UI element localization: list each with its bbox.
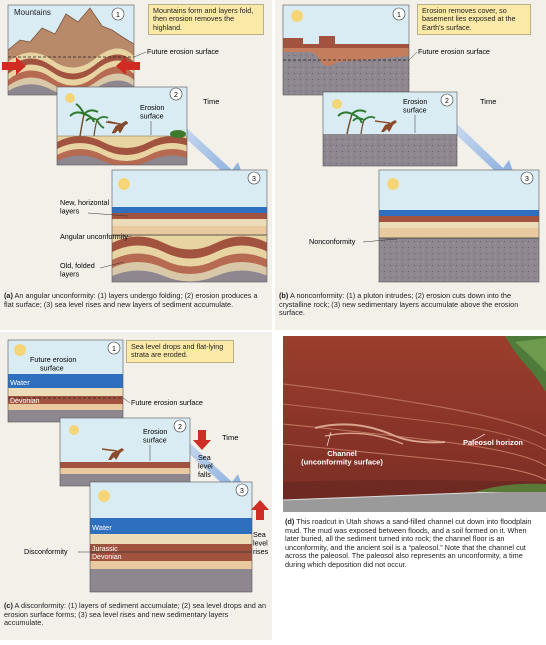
step-number: 2 bbox=[445, 98, 449, 105]
step-number: 1 bbox=[112, 346, 116, 353]
caption-letter: (a) bbox=[4, 291, 13, 300]
step-number: 2 bbox=[178, 424, 182, 431]
caption-letter: (d) bbox=[285, 517, 295, 526]
devonian-label: Devonian bbox=[92, 554, 122, 561]
jurassic-label: Jurassic bbox=[92, 546, 118, 553]
sea-level-rises-arrow bbox=[251, 500, 269, 520]
step2-sea-level-drop bbox=[60, 418, 190, 486]
step-number: 1 bbox=[397, 12, 401, 19]
future-erosion-label: Future erosion surface bbox=[131, 398, 203, 407]
water-label: Water bbox=[10, 378, 30, 387]
nonconformity-label: Nonconformity bbox=[309, 237, 356, 246]
caption-a: (a) An angular unconformity: (1) layers … bbox=[4, 291, 268, 309]
step-number: 1 bbox=[116, 12, 120, 19]
step-number: 3 bbox=[252, 176, 256, 183]
water-label: Water bbox=[92, 523, 112, 532]
caption-letter: (c) bbox=[4, 601, 13, 610]
caption-d: (d) This roadcut in Utah shows a sand-fi… bbox=[285, 517, 541, 570]
panel-angular-unconformity: Mountains 1 Future erosion surface bbox=[0, 0, 272, 330]
roadcut-photo: Channel(unconformity surface) Paleosol h… bbox=[283, 336, 546, 512]
caption-text: A nonconformity: (1) a pluton intrudes; … bbox=[279, 291, 519, 318]
caption-text: An angular unconformity: (1) layers unde… bbox=[4, 291, 258, 309]
step-number: 2 bbox=[174, 92, 178, 99]
caption-letter: (b) bbox=[279, 291, 289, 300]
angular-unconformity-diagram: Mountains 1 Future erosion surface bbox=[2, 4, 268, 283]
compression-arrow-left bbox=[2, 57, 26, 75]
callout-note: Mountains form and layers fold, then ero… bbox=[148, 4, 264, 36]
step-number: 3 bbox=[240, 488, 244, 495]
time-label: Time bbox=[480, 97, 496, 106]
panel-roadcut-photo: Channel(unconformity surface) Paleosol h… bbox=[275, 332, 546, 640]
step3-new-layers bbox=[112, 170, 267, 282]
step1-exposed-basement bbox=[283, 5, 409, 95]
disconformity-label: Disconformity bbox=[24, 547, 68, 556]
compression-arrow-right bbox=[116, 57, 140, 75]
caption-text: This roadcut in Utah shows a sand-filled… bbox=[285, 517, 532, 569]
callout-note: Sea level drops and flat-lying strata ar… bbox=[126, 340, 234, 363]
future-erosion-label: Future erosion surface bbox=[147, 47, 219, 56]
caption-b: (b) A nonconformity: (1) a pluton intrud… bbox=[279, 291, 541, 318]
caption-c: (c) A disconformity: (1) layers of sedim… bbox=[4, 601, 268, 628]
future-erosion-label: Future erosion surface bbox=[418, 47, 490, 56]
angular-unconformity-label: Angular unconformity bbox=[60, 232, 128, 241]
mountains-label: Mountains bbox=[14, 8, 51, 17]
step2-eroded-surface bbox=[57, 87, 187, 165]
callout-note: Erosion removes cover, so basement lies … bbox=[417, 4, 531, 36]
step3-sea-level-rise bbox=[90, 482, 252, 592]
time-label: Time bbox=[222, 433, 238, 442]
caption-text: A disconformity: (1) layers of sediment … bbox=[4, 601, 267, 628]
step2-eroded-pluton bbox=[323, 92, 457, 166]
step3-sediment-on-basement bbox=[379, 170, 539, 282]
step-number: 3 bbox=[525, 176, 529, 183]
devonian-label: Devonian bbox=[10, 398, 40, 405]
sea-level-falls-arrow bbox=[193, 430, 211, 450]
channel-label: Channel(unconformity surface) bbox=[301, 449, 383, 467]
time-label: Time bbox=[203, 97, 219, 106]
paleosol-label: Paleosol horizon bbox=[463, 438, 523, 447]
